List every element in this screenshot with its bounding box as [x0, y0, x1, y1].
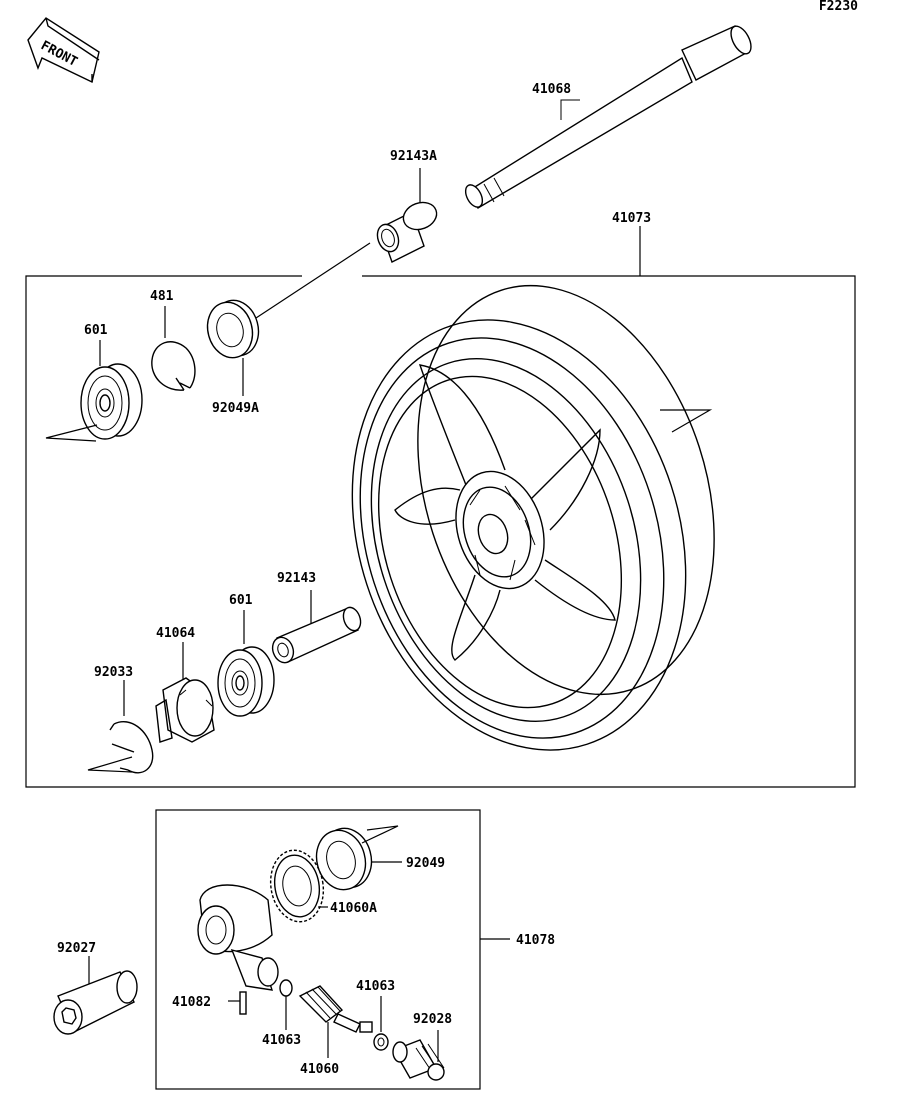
- label-92049A: 92049A: [212, 401, 259, 416]
- wheel-assembly-frame: [25, 275, 856, 788]
- circlip-92033: [109, 721, 154, 774]
- axle-41068: [464, 25, 752, 210]
- circlip-481: [151, 341, 196, 391]
- drive-gear-41060A: [269, 849, 325, 923]
- label-601-bottom: 601: [229, 593, 253, 608]
- label-92049: 92049: [406, 856, 445, 871]
- label-41082: 41082: [172, 995, 211, 1010]
- collar-92143A: [376, 201, 438, 263]
- bearing-601-lower: [217, 646, 275, 717]
- bushing-92028: [392, 1039, 445, 1081]
- front-wheel-41073: [351, 284, 715, 751]
- label-92028: 92028: [413, 1012, 452, 1027]
- axle-centerline: [255, 242, 371, 319]
- label-41060A: 41060A: [330, 901, 377, 916]
- label-41073: 41073: [612, 211, 651, 226]
- label-41064: 41064: [156, 626, 195, 641]
- label-92027: 92027: [57, 941, 96, 956]
- label-41063-right: 41063: [356, 979, 395, 994]
- label-41063-left: 41063: [262, 1033, 301, 1048]
- oil-seal-92049A: [206, 299, 260, 359]
- oil-seal-92049: [315, 827, 373, 891]
- label-41060: 41060: [300, 1062, 339, 1077]
- label-481: 481: [150, 289, 174, 304]
- collar-92143: [271, 606, 362, 664]
- label-92143: 92143: [277, 571, 316, 586]
- bearing-601-upper: [80, 363, 143, 440]
- figure-code: F2230: [819, 0, 858, 14]
- socket-tool-92027: [53, 970, 138, 1035]
- washer-41063-left: [279, 979, 293, 997]
- washer-41063-right: [373, 1033, 389, 1051]
- pinion-gear-41060: [298, 985, 373, 1033]
- meter-gear-housing: [197, 884, 279, 991]
- label-601-top: 601: [84, 323, 108, 338]
- pin-41082: [239, 991, 247, 1015]
- label-92033: 92033: [94, 665, 133, 680]
- label-41068: 41068: [532, 82, 571, 97]
- meter-drive-holder-41064: [155, 677, 215, 743]
- label-92143A: 92143A: [390, 149, 437, 164]
- label-41078: 41078: [516, 933, 555, 948]
- front-arrow-icon: FRONT: [27, 17, 100, 84]
- speedometer-gear-frame: [155, 809, 481, 1090]
